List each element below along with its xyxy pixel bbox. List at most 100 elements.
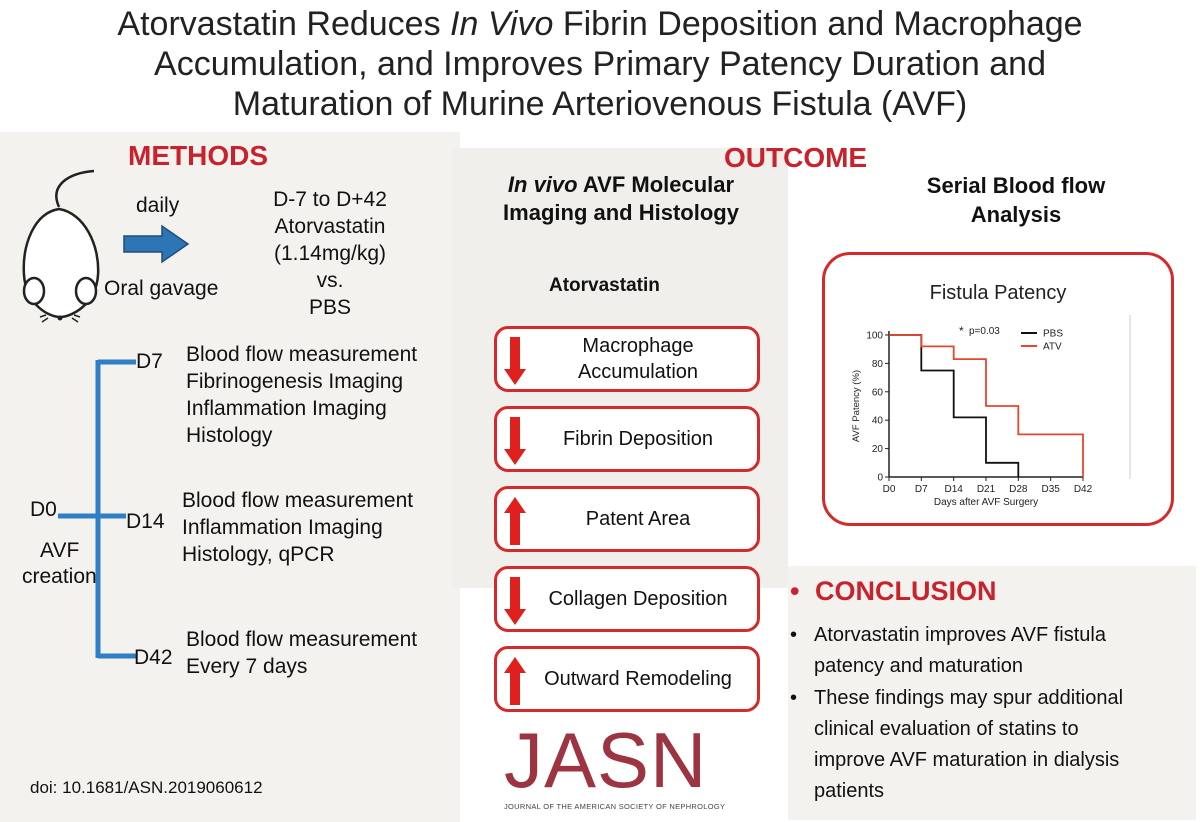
timepoint-detail: Blood flow measurement (186, 343, 418, 366)
down-arrow-icon (504, 337, 526, 385)
y-axis-label: AVF Patency (%) (851, 370, 862, 442)
conclusion-line: Atorvastatin improves AVF fistula (814, 624, 1106, 646)
up-arrow-icon (504, 657, 526, 705)
bloodflow-heading-line1: Serial Blood flow (926, 173, 1106, 198)
effect-box: Macrophage Accumulation (494, 326, 760, 392)
timepoint-detail: Fibrinogenesis Imaging (186, 370, 404, 393)
conclusion-text: Atorvastatin improves AVF fistula patenc… (814, 620, 1186, 682)
conclusion-heading: • CONCLUSION (790, 576, 996, 607)
dose-line-1: D-7 to D+42 (273, 188, 387, 211)
legend-label: ATV (1043, 342, 1062, 353)
timeline (58, 359, 136, 659)
effect-label: Macrophage Accumulation (577, 335, 699, 383)
methods-heading: METHODS (128, 140, 268, 171)
y-tick-label: 20 (872, 444, 884, 455)
dose-line-3: (1.14mg/kg) (273, 242, 387, 265)
bloodflow-heading: Serial Blood flow Analysis (850, 171, 1182, 229)
creation-label: creation (22, 565, 97, 588)
conclusion-line: clinical evaluation of statins to (814, 718, 1079, 740)
conclusion-line: These findings may spur additional (814, 687, 1124, 709)
p-value-annotation: p=0.03 (969, 326, 1000, 337)
x-tick-label: D28 (1009, 484, 1028, 495)
down-arrow-icon (504, 577, 526, 625)
conclusion-line: patients (814, 780, 885, 802)
start-day-label: D0 (30, 498, 57, 521)
timepoint-detail: Blood flow measurement (186, 628, 418, 651)
y-tick-label: 40 (872, 416, 884, 427)
conclusion-line: improve AVF maturation in dialysis (814, 749, 1120, 771)
title-line3: Maturation of Murine Arteriovenous Fistu… (232, 85, 968, 123)
x-tick-label: D14 (944, 484, 963, 495)
conclusion-line: patency and maturation (814, 655, 1024, 677)
series-line-atv (889, 334, 1084, 477)
bloodflow-heading-line2: Analysis (970, 202, 1062, 227)
effect-label: Collagen Deposition (548, 588, 728, 610)
daily-label: daily (136, 194, 180, 217)
avf-label: AVF (40, 539, 80, 562)
dose-line-2: Atorvastatin (274, 215, 386, 238)
dose-line-4: vs. (316, 269, 344, 292)
timepoint-details: Blood flow measurement Inflammation Imag… (182, 487, 413, 568)
imaging-heading-rest: AVF Molecular (577, 172, 735, 197)
imaging-heading-emphasis: In vivo (507, 172, 578, 197)
timepoint-detail: Inflammation Imaging (182, 516, 383, 539)
outcome-heading: OUTCOME (724, 142, 868, 173)
timepoint-detail: Histology (186, 424, 273, 447)
x-tick-label: D7 (915, 484, 928, 495)
x-tick-label: D42 (1074, 484, 1093, 495)
timepoint-detail: Inflammation Imaging (186, 397, 387, 420)
timepoint-details: Blood flow measurement Every 7 days (186, 626, 417, 680)
dose-regimen: D-7 to D+42 Atorvastatin (1.14mg/kg) vs.… (230, 186, 430, 321)
timepoint-day: D42 (134, 646, 173, 669)
timepoint-day: D7 (136, 350, 163, 373)
effect-label: Fibrin Deposition (562, 428, 714, 450)
timepoint-day: D14 (126, 510, 165, 533)
effect-box: Patent Area (494, 486, 760, 552)
y-tick-label: 80 (872, 359, 884, 370)
imaging-heading: In vivo AVF Molecular Imaging and Histol… (456, 171, 786, 227)
effect-label: Patent Area (585, 508, 691, 530)
drug-label: Atorvastatin (549, 275, 660, 296)
jasn-logo-text: JASN (504, 716, 708, 804)
down-arrow-icon (504, 417, 526, 465)
effect-box: Collagen Deposition (494, 566, 760, 632)
right-arrow-icon (123, 224, 190, 264)
title-line1-emphasis: In Vivo (450, 5, 554, 43)
effect-label: Outward Remodeling (544, 668, 732, 690)
legend-label: PBS (1043, 329, 1063, 340)
oral-gavage-label: Oral gavage (104, 277, 219, 300)
title-line2: Accumulation, and Improves Primary Paten… (154, 45, 1046, 83)
y-tick-label: 60 (872, 387, 884, 398)
conclusion-bullet: • (790, 576, 800, 606)
effect-box: Fibrin Deposition (494, 406, 760, 472)
up-arrow-icon (504, 497, 526, 545)
doi-citation: doi: 10.1681/ASN.2019060612 (30, 778, 263, 797)
y-tick-label: 0 (877, 473, 883, 484)
conclusion-text: These findings may spur additional clini… (814, 683, 1186, 807)
mouse-icon (22, 169, 100, 323)
page-title: Atorvastatin Reduces In Vivo Fibrin Depo… (0, 0, 1200, 134)
bullet: • (790, 624, 798, 646)
timepoint-detail: Histology, qPCR (182, 543, 335, 566)
conclusion-panel (788, 566, 1196, 820)
chart-title: Fistula Patency (930, 282, 1067, 304)
jasn-logo: JASN JOURNAL OF THE AMERICAN SOCIETY OF … (504, 716, 726, 811)
significance-marker: * (959, 324, 964, 338)
title-line1-start: Atorvastatin Reduces (117, 5, 451, 43)
timepoint-detail: Blood flow measurement (182, 489, 414, 512)
imaging-heading-line2: Imaging and Histology (503, 200, 739, 225)
dose-line-5: PBS (308, 296, 352, 319)
x-tick-label: D35 (1041, 484, 1060, 495)
x-axis-label: Days after AVF Surgery (934, 497, 1038, 508)
effect-box: Outward Remodeling (494, 646, 760, 712)
conclusion-heading-text: CONCLUSION (814, 576, 997, 606)
bullet: • (790, 687, 798, 709)
title-line1-end: Fibrin Deposition and Macrophage (553, 5, 1083, 43)
timepoint-details: Blood flow measurement Fibrinogenesis Im… (186, 341, 417, 449)
x-tick-label: D21 (977, 484, 996, 495)
x-tick-label: D0 (883, 484, 896, 495)
timepoint-detail: Every 7 days (186, 655, 308, 678)
jasn-subtitle: JOURNAL OF THE AMERICAN SOCIETY OF NEPHR… (504, 802, 726, 811)
